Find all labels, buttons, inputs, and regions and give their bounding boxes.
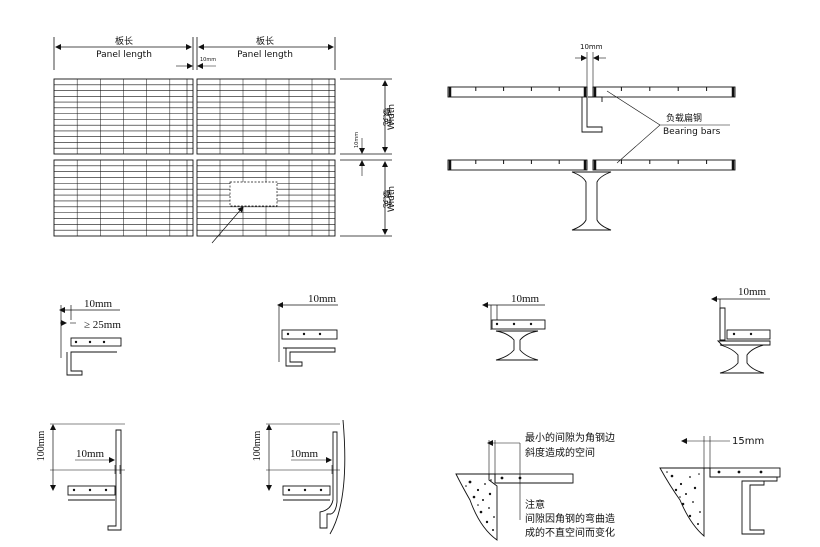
aggregate-dot <box>681 502 685 506</box>
detail-8-concrete-channel: 15mm <box>659 436 781 537</box>
i-beam <box>571 171 612 231</box>
d1-overlap-label: ≥ 25mm <box>84 319 121 331</box>
aggregate-dot <box>693 486 697 490</box>
detail-6-kickplate-curved: 100mm 10mm <box>252 419 346 535</box>
d3-gap-label: 10mm <box>511 293 540 305</box>
d7-note-title: 注意 <box>525 498 545 511</box>
gap-top-label: 10mm <box>200 57 216 63</box>
panel-length-cn-left: 板长 <box>115 35 133 47</box>
aggregate-dot <box>685 493 687 495</box>
width-en-bottom: Width <box>387 186 397 212</box>
channel-beam <box>581 97 603 133</box>
bearing-bars-cn: 负载扁钢 <box>666 112 702 124</box>
d1-gap-label: 10mm <box>84 298 113 310</box>
d7-note-line1: 最小的间隙为角钢边 <box>525 431 615 444</box>
d7-note-line4: 成的不直空间而变化 <box>525 526 615 539</box>
aggregate-dot <box>670 474 674 478</box>
gap-side-label: 10mm <box>354 132 360 148</box>
detail-7-concrete-angle: 最小的间隙为角钢边 斜度造成的空间 注意 间隙因角钢的弯曲造 成的不直空间而变化 <box>455 431 615 541</box>
bearing-bars-en: Bearing bars <box>663 127 721 137</box>
aggregate-dot <box>674 488 678 492</box>
aggregate-dot <box>688 514 692 518</box>
cutout-opening <box>229 181 278 207</box>
aggregate-dot <box>697 523 699 525</box>
aggregate-dot <box>679 496 681 498</box>
d6-gap-label: 10mm <box>290 448 319 460</box>
d6-height-label: 100mm <box>252 431 263 462</box>
aggregate-dot <box>488 507 490 509</box>
aggregate-dot <box>472 495 476 499</box>
detail-5-kickplate-angle: 100mm 10mm <box>36 423 125 531</box>
aggregate-dot <box>477 504 479 506</box>
width-cn-top: 板宽 <box>381 108 393 126</box>
aggregate-dot <box>692 501 694 503</box>
aggregate-dot <box>679 482 683 486</box>
d2-gap-label: 10mm <box>308 293 337 305</box>
aggregate-dot <box>485 520 489 524</box>
aggregate-dot <box>689 476 691 478</box>
concrete-base-2 <box>659 467 705 537</box>
width-cn-bottom: 板宽 <box>381 190 393 208</box>
panel-grating-bars <box>54 79 335 236</box>
concrete-base <box>455 473 498 541</box>
d7-note-line3: 间隙因角钢的弯曲造 <box>525 512 615 525</box>
panel-layout-diagram: 板长 Panel length 板长 Panel length 10mm <box>53 35 397 244</box>
aggregate-dot <box>698 473 700 475</box>
d8-gap-label: 15mm <box>732 436 764 447</box>
aggregate-dot <box>699 511 701 513</box>
detail-1-angle-25mm: 10mm ≥ 25mm <box>59 298 122 376</box>
detail-2-channel: 10mm <box>277 293 338 367</box>
aggregate-dot <box>484 483 486 485</box>
aggregate-dot <box>490 479 492 481</box>
panel-length-en-left: Panel length <box>96 50 152 60</box>
aggregate-dot <box>465 485 467 487</box>
aggregate-dot <box>488 492 492 496</box>
detail-3-ibeam-plain: 10mm <box>482 293 546 361</box>
aggregate-dot <box>492 529 494 531</box>
d5-gap-label: 10mm <box>76 448 105 460</box>
panel-length-cn-right: 板长 <box>256 35 274 47</box>
bearing-bar-section-diagram: 10mm 负载扁钢 Bearing bars <box>447 43 736 231</box>
aggregate-dot <box>493 516 495 518</box>
width-en-top: Width <box>387 104 397 130</box>
aggregate-dot <box>479 510 483 514</box>
aggregate-dot <box>666 471 668 473</box>
detail-4-ibeam-angle: 10mm <box>711 286 771 374</box>
d4-gap-label: 10mm <box>738 286 767 298</box>
d7-note-line2: 斜度造成的空间 <box>525 446 595 459</box>
panel-length-en-right: Panel length <box>237 50 293 60</box>
d5-height-label: 100mm <box>36 431 47 462</box>
bearing-gap-label: 10mm <box>580 43 603 51</box>
aggregate-dot <box>482 499 484 501</box>
aggregate-dot <box>476 488 480 492</box>
aggregate-dot <box>468 480 472 484</box>
